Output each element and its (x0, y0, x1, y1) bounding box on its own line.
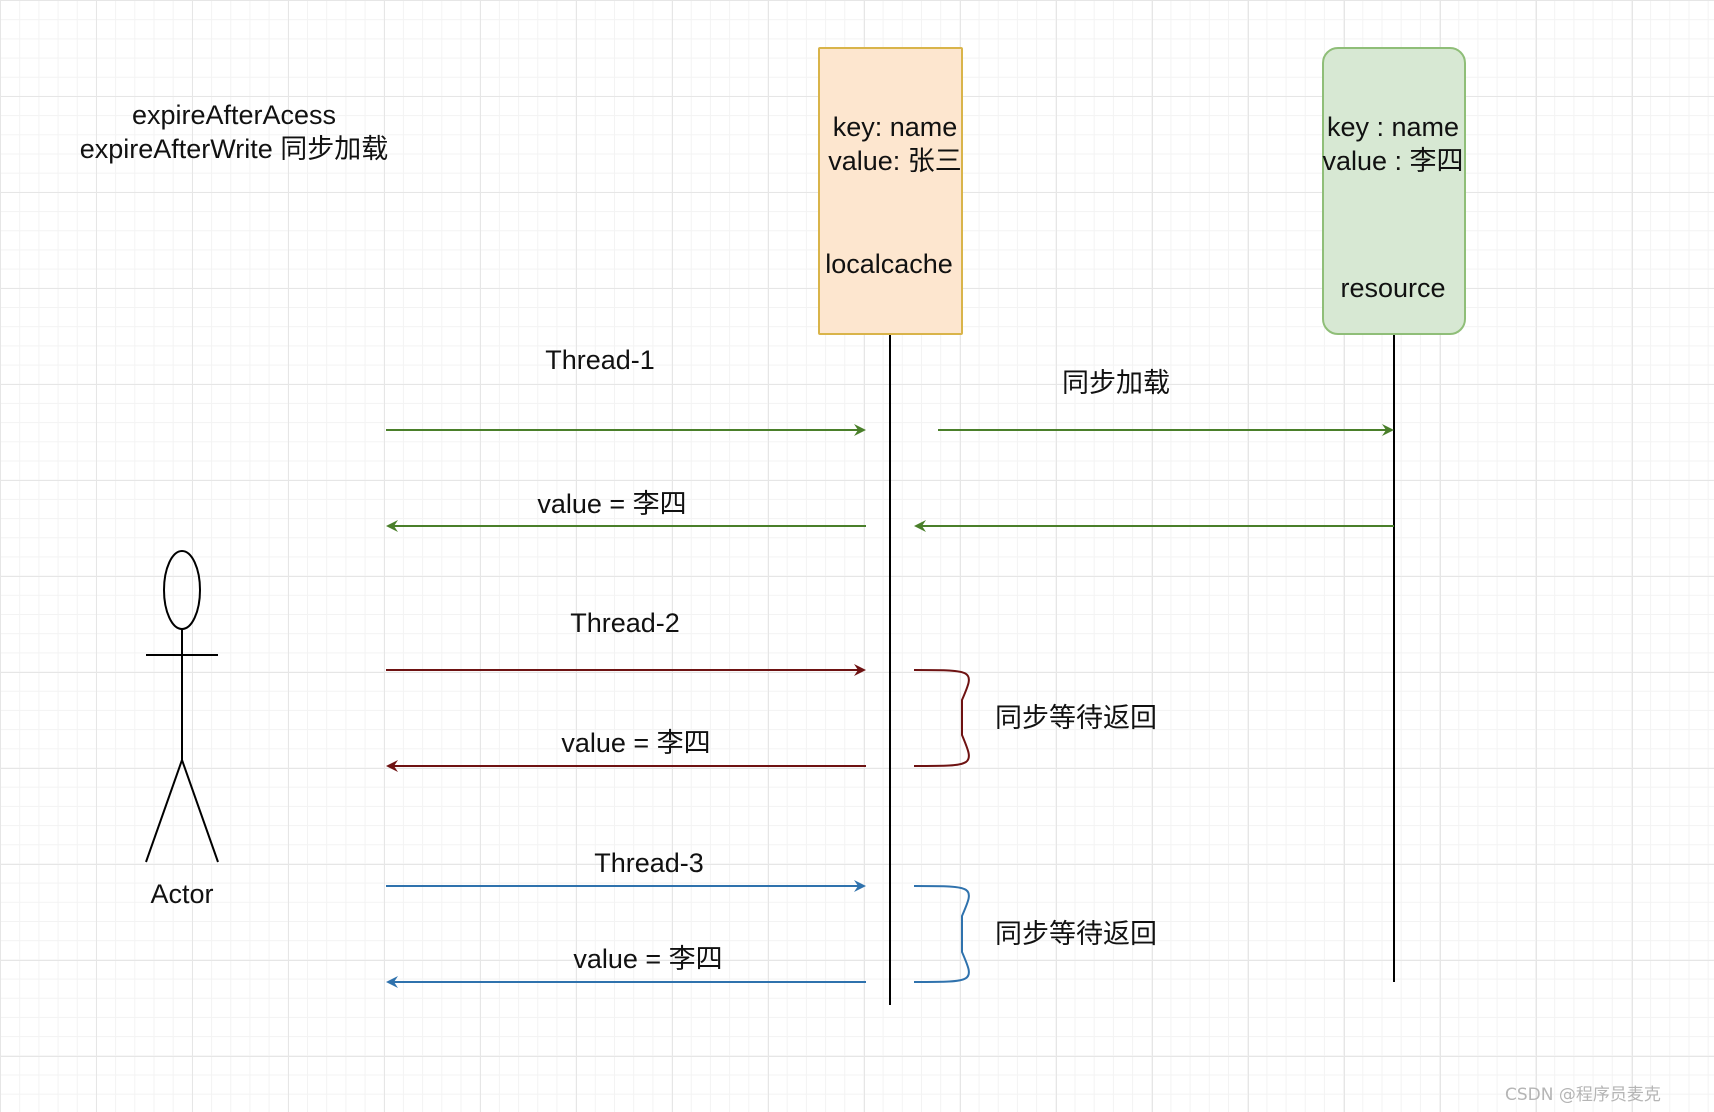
thread3-label: Thread-3 (594, 848, 704, 878)
note-line-1: expireAfterAcess (131, 100, 337, 130)
localcache-name: localcache (825, 249, 953, 279)
localcache-lifeline-box[interactable] (818, 47, 963, 335)
note-line-2: expireAfterWrite 同步加载 (79, 134, 389, 164)
return3-label: value = 李四 (573, 944, 723, 974)
wait2-label: 同步等待返回 (995, 919, 1157, 949)
return2-label: value = 李四 (561, 728, 711, 758)
thread1-label: Thread-1 (545, 345, 655, 375)
sync-load-label: 同步加载 (1062, 368, 1170, 398)
wait1-label: 同步等待返回 (995, 703, 1157, 733)
resource-name: resource (1340, 273, 1446, 303)
localcache-key-text: key: name (832, 112, 958, 142)
actor-figure (145, 550, 219, 863)
resource-lifeline-box[interactable] (1322, 47, 1466, 335)
thread2-label: Thread-2 (570, 608, 680, 638)
resource-key-text: key : name (1326, 112, 1460, 142)
resource-value-text: value : 李四 (1322, 146, 1464, 176)
localcache-value-text: value: 张三 (828, 146, 962, 176)
return1-label: value = 李四 (537, 489, 687, 519)
thread2-wait-bracket (913, 669, 970, 767)
actor-label: Actor (150, 879, 214, 909)
thread3-wait-bracket (913, 885, 970, 983)
watermark: CSDN @程序员麦克 (1505, 1085, 1661, 1105)
